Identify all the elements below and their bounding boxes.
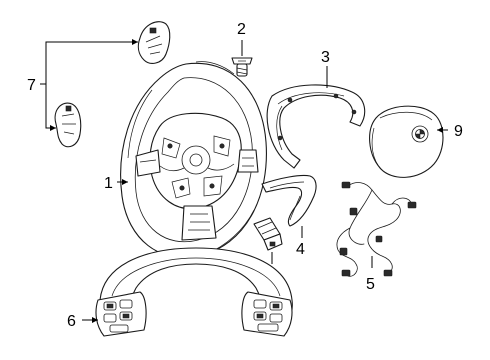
- callout-1: 1: [104, 175, 113, 192]
- callout-3: 3: [321, 49, 330, 66]
- callout-7: 7: [27, 77, 36, 94]
- paddle-shifters: [54, 21, 171, 148]
- callout-6-arrow: [92, 317, 98, 323]
- wire-harness: [336, 181, 417, 277]
- callout-5: 5: [366, 276, 375, 293]
- callout-6: 6: [67, 313, 76, 330]
- trim-cover: [266, 84, 366, 169]
- screw: [231, 57, 253, 77]
- callout-2: 2: [237, 21, 246, 38]
- callout-9-arrow: [437, 127, 443, 133]
- connector: [253, 217, 283, 251]
- callout-7-bracket: [40, 39, 138, 131]
- callout-9: 9: [454, 123, 463, 140]
- lower-trim: [261, 174, 317, 227]
- steering-wheel: [120, 61, 267, 258]
- multifunction-switch-panel: [95, 247, 293, 337]
- airbag-module: [369, 105, 444, 178]
- callout-1-arrow: [122, 179, 128, 185]
- callout-4: 4: [296, 241, 305, 258]
